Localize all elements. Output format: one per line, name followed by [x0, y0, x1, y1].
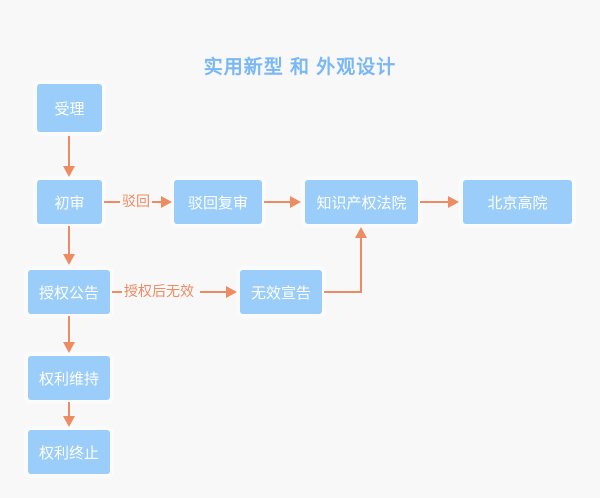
edge-shouli-to-chushen-arrowhead	[63, 166, 75, 177]
edge-bohuifushen-to-zscqfy-arrowhead	[290, 196, 301, 208]
chart-title: 实用新型 和 外观设计	[203, 57, 397, 78]
node-shouli[interactable]: 受理	[37, 84, 102, 132]
edge-chushen-to-sqgg-arrowhead	[63, 254, 75, 265]
node-label: 受理	[54, 100, 85, 118]
edge-zscqfy-to-bjgy-arrowhead	[448, 196, 459, 208]
node-label: 知识产权法院	[316, 194, 407, 212]
node-label: 权利维持	[38, 370, 99, 388]
node-wuxiaoxuangao[interactable]: 无效宣告	[240, 270, 322, 314]
edge-wxxg-to-zscqfy-arrowhead	[355, 227, 367, 238]
edge-label-bohui: 驳回	[120, 193, 152, 209]
edge-chushen-to-bohuifushen-line-left	[104, 201, 122, 203]
edge-sqgg-to-wxxg-line-right	[200, 291, 228, 293]
node-label: 权利终止	[38, 444, 99, 462]
node-bohuifushen[interactable]: 驳回复审	[174, 180, 262, 224]
node-shouquangonggao[interactable]: 授权公告	[28, 270, 110, 314]
node-label: 授权公告	[38, 284, 99, 302]
edge-qlwc-to-qlzz-line	[68, 402, 70, 418]
edge-label-shouquanhouwuxiao: 授权后无效	[122, 283, 196, 299]
edge-chushen-to-bohuifushen-arrowhead	[161, 196, 172, 208]
node-beijinggaoyuan[interactable]: 北京高院	[463, 180, 572, 224]
edge-sqgg-to-qlwc-arrowhead	[63, 342, 75, 353]
node-label: 初审	[54, 194, 85, 212]
edge-sqgg-to-wxxg-arrowhead	[226, 286, 237, 298]
edge-qlwc-to-qlzz-arrowhead	[63, 416, 75, 427]
node-chushen[interactable]: 初审	[37, 180, 102, 224]
edge-wxxg-to-zscqfy-line-vertical	[360, 238, 362, 292]
node-quanliweichi[interactable]: 权利维持	[28, 356, 110, 400]
edge-shouli-to-chushen-line	[68, 136, 70, 168]
node-label: 无效宣告	[250, 284, 311, 302]
node-label: 驳回复审	[187, 194, 248, 212]
node-label: 北京高院	[487, 194, 548, 212]
edge-bohuifushen-to-zscqfy-line	[264, 201, 292, 203]
edge-wxxg-to-zscqfy-line-horizontal	[324, 291, 362, 293]
node-zhishichanquanfayuan[interactable]: 知识产权法院	[305, 180, 418, 224]
edge-sqgg-to-wxxg-line-left	[112, 291, 124, 293]
edge-sqgg-to-qlwc-line	[68, 316, 70, 344]
edge-chushen-to-sqgg-line	[68, 226, 70, 256]
edge-chushen-to-bohuifushen-line-right	[152, 201, 164, 203]
node-quanlizhongzhi[interactable]: 权利终止	[28, 430, 110, 474]
edge-zscqfy-to-bjgy-line	[420, 201, 450, 203]
